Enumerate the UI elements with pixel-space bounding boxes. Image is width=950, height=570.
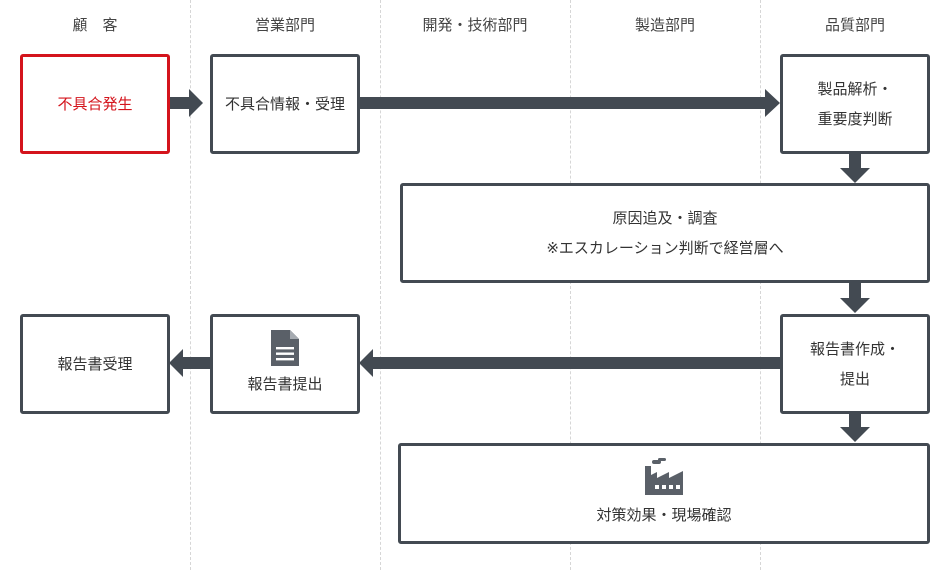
step-label: 報告書提出 — [247, 375, 323, 393]
step-label-line-2: ※エスカレーション判断で経営層へ — [546, 239, 784, 257]
document-icon — [270, 329, 300, 367]
lane-divider — [570, 0, 571, 570]
step-label: 対策効果・現場確認 — [596, 505, 732, 524]
arrow-down — [840, 283, 870, 313]
step-label: 不具合発生 — [57, 95, 133, 113]
lane-divider — [190, 0, 191, 570]
lane-divider — [380, 0, 381, 570]
step-report-submission: 報告書提出 — [210, 314, 360, 414]
step-report-creation: 報告書作成・ 提出 — [780, 314, 930, 414]
arrow-down — [840, 412, 870, 442]
step-root-cause-investigation: 原因追及・調査 ※エスカレーション判断で経営層へ — [400, 183, 930, 283]
lane-header-quality: 品質部門 — [824, 16, 885, 34]
factory-icon — [643, 457, 685, 496]
step-label-line-2: 重要度判断 — [817, 110, 893, 128]
lane-divider — [760, 0, 761, 570]
lane-header-development: 開発・技術部門 — [422, 16, 528, 34]
step-label-line-1: 製品解析・ — [817, 80, 893, 98]
step-defect-occurrence: 不具合発生 — [20, 54, 170, 154]
lane-header-manufacturing: 製造部門 — [634, 16, 695, 34]
lane-header-sales: 営業部門 — [254, 16, 315, 34]
arrow-right — [168, 89, 203, 117]
lane-header-customer: 顧 客 — [72, 16, 118, 34]
step-label: 不具合情報・受理 — [224, 95, 345, 113]
arrow-right — [358, 89, 780, 117]
step-label-line-1: 原因追及・調査 — [612, 209, 718, 227]
arrow-down — [840, 152, 870, 183]
step-report-receipt: 報告書受理 — [20, 314, 170, 414]
step-countermeasure-verification: 対策効果・現場確認 — [398, 443, 930, 544]
step-defect-info-receipt: 不具合情報・受理 — [210, 54, 360, 154]
step-label: 報告書受理 — [57, 355, 133, 373]
step-label-line-1: 報告書作成・ — [809, 340, 900, 358]
step-product-analysis: 製品解析・ 重要度判断 — [780, 54, 930, 154]
step-label-line-2: 提出 — [839, 370, 870, 388]
